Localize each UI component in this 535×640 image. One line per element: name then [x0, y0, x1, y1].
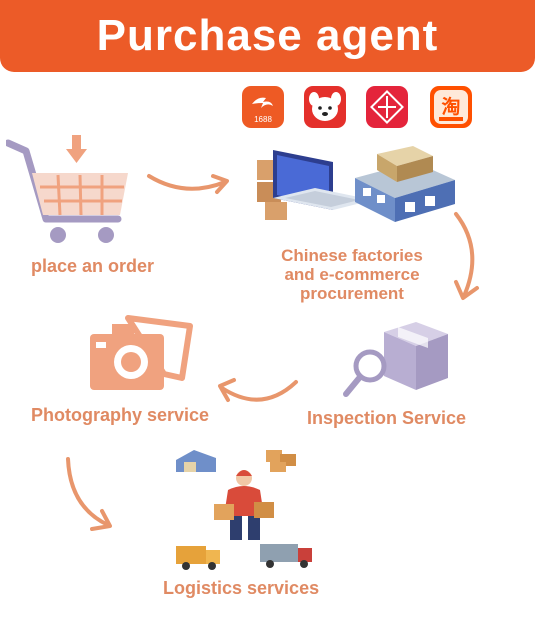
- factories-label: Chinese factories and e-commerce procure…: [258, 246, 446, 303]
- page-title: Purchase agent: [96, 11, 439, 60]
- factories-line-2: and e-commerce: [284, 265, 420, 284]
- camera-icon: [90, 315, 193, 390]
- shopping-cart-icon: [6, 135, 128, 243]
- arrow-down-right-icon: [66, 457, 112, 531]
- place-order-label: place an order: [31, 256, 155, 276]
- taobao-icon: 淘: [430, 86, 472, 128]
- arrow-left-icon: [218, 378, 298, 402]
- factories-line-3: procurement: [300, 284, 404, 303]
- arrow-right-icon: [147, 174, 229, 194]
- arrow-down-icon: [454, 212, 479, 300]
- app-1688-label: 1688: [254, 115, 272, 124]
- tmall-icon: [366, 86, 408, 128]
- logistics-worker-icon: [176, 450, 312, 570]
- inspection-box-icon: [343, 322, 448, 397]
- inspection-label: Inspection Service: [307, 408, 467, 428]
- jd-dog-icon: [304, 86, 346, 128]
- logistics-label: Logistics services: [163, 578, 320, 598]
- title-banner: Purchase agent: [0, 0, 535, 72]
- taobao-label: 淘: [441, 95, 460, 118]
- factories-line-1: Chinese factories: [281, 246, 423, 265]
- photography-label: Photography service: [31, 405, 210, 425]
- app-1688-icon: 1688: [242, 86, 284, 128]
- laptop-warehouse-icon: [257, 146, 455, 222]
